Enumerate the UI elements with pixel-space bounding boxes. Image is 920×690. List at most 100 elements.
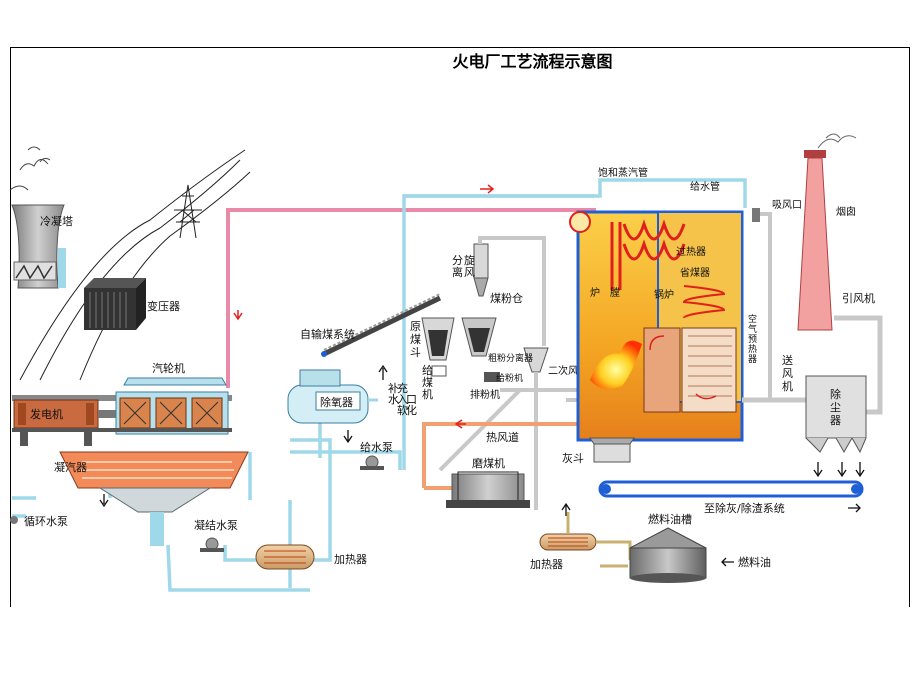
- coarse-separator-label: 粗粉分离器: [488, 352, 533, 364]
- svg-text:分: 分: [452, 254, 463, 267]
- svg-text:旋: 旋: [464, 253, 475, 267]
- svg-text:给: 给: [422, 364, 433, 377]
- svg-text:入: 入: [397, 393, 408, 406]
- feedwater-pipes: [12, 178, 747, 592]
- fd-fan-label: 送 风 机: [782, 353, 793, 393]
- svg-text:送: 送: [782, 353, 793, 367]
- svg-text:尘: 尘: [830, 401, 841, 414]
- fuel-tank-label: 燃料油槽: [648, 512, 692, 526]
- svg-text:软: 软: [397, 403, 408, 417]
- frame-right-line: [909, 47, 910, 607]
- dust-collector-label: 除 尘 器: [830, 387, 841, 427]
- pulverized-coal-bin-label: 煤粉仓: [490, 291, 523, 305]
- cyclone-separator: [461, 243, 497, 357]
- coal-conveyor: [321, 293, 442, 357]
- raw-coal-hopper-label: 原 煤 斗: [410, 320, 421, 359]
- deaerator-out-arrow: [343, 430, 353, 444]
- ash-removal-arrow: [848, 503, 861, 513]
- ash-removal-label: 至除灰/除渣系统: [704, 501, 785, 515]
- frame-top-line: [10, 47, 910, 48]
- coal-mill: [446, 471, 530, 508]
- svg-text:煤: 煤: [422, 376, 433, 389]
- condensate-pump-label: 凝结水泵: [194, 518, 238, 532]
- ash-conveyor: [598, 480, 864, 498]
- turbine-generator: [12, 377, 232, 446]
- chimney-label: 烟囱: [836, 205, 856, 218]
- furnace-label-1: 炉: [590, 287, 600, 299]
- dust-collector: [805, 375, 867, 478]
- svg-text:充: 充: [397, 381, 408, 395]
- ash-hopper-label: 灰斗: [562, 451, 584, 465]
- feed-pump-icon: [360, 455, 384, 470]
- saturated-steam-pipe-label: 饱和蒸汽管: [598, 166, 648, 179]
- coal-feeder-label: 给 煤 机: [422, 364, 433, 401]
- ash-arrow: [561, 502, 571, 516]
- coarse-separator: [484, 347, 549, 382]
- svg-text:补: 补: [388, 382, 399, 395]
- svg-text:风: 风: [464, 266, 475, 279]
- condenser-label: 凝汽器: [54, 460, 87, 474]
- makeup-arrow: [378, 364, 388, 380]
- boiler: [569, 210, 744, 463]
- id-fan-label: 引风机: [842, 291, 875, 305]
- coal-mill-label: 磨煤机: [472, 456, 505, 470]
- svg-text:器: 器: [830, 414, 841, 427]
- feed-pump-label: 给水泵: [360, 441, 393, 454]
- frame-left-line: [10, 47, 11, 607]
- svg-text:口: 口: [406, 393, 417, 406]
- circulating-pump-icon: [10, 516, 18, 524]
- furnace-label-2: 膛: [610, 286, 620, 299]
- fuel-heater: [539, 533, 597, 551]
- generator-label: 发电机: [30, 407, 63, 421]
- raw-coal-hopper: [421, 317, 455, 377]
- air-intake: [752, 208, 772, 400]
- coal-conveyor-label: 自输煤系统: [300, 327, 355, 341]
- condenser: [59, 451, 249, 546]
- transformer-icon: [84, 278, 146, 330]
- deaerator-label: 除氧器: [320, 395, 353, 409]
- hot-air-duct-label: 热风道: [486, 430, 519, 444]
- svg-text:离: 离: [452, 265, 463, 279]
- air-preheater-label: 空 气 预 热 器: [748, 313, 757, 365]
- secondary-air-label: 二次风: [548, 364, 578, 377]
- svg-text:化: 化: [406, 403, 417, 417]
- svg-text:机: 机: [782, 379, 793, 393]
- fuel-heater-label: 加热器: [530, 558, 563, 571]
- svg-text:气: 气: [748, 323, 757, 335]
- fuel-oil-label: 燃料油: [738, 555, 771, 569]
- deaerator: [287, 369, 378, 424]
- svg-text:预: 预: [748, 334, 757, 345]
- chimney: [797, 133, 857, 331]
- fuel-oil-arrow: [721, 557, 734, 567]
- svg-text:斗: 斗: [410, 346, 421, 359]
- makeup-water-label: 补 水 充 入 软 口 化: [388, 381, 417, 417]
- svg-text:水: 水: [388, 393, 399, 406]
- svg-text:除: 除: [830, 387, 841, 401]
- turbine-label: 汽轮机: [152, 361, 185, 375]
- air-intake-label: 吸风口: [772, 199, 802, 211]
- circulating-pump-label: 循环水泵: [24, 515, 68, 528]
- condensate-pump-icon: [200, 537, 224, 552]
- fuel-tank: [629, 527, 707, 583]
- powder-feeder-label: 给粉机: [496, 372, 523, 384]
- svg-text:空: 空: [748, 313, 757, 325]
- cyclone-label: 分 旋 离 风: [452, 253, 475, 279]
- cooling-tower: [9, 146, 66, 289]
- svg-text:器: 器: [748, 354, 757, 365]
- diagram-title: 火电厂工艺流程示意图: [452, 52, 613, 71]
- transformer-label: 变压器: [147, 299, 180, 313]
- svg-text:热: 热: [748, 343, 757, 355]
- boiler-label: 锅炉: [654, 289, 674, 301]
- svg-text:风: 风: [782, 367, 793, 380]
- feedwater-pipe-label: 给水管: [690, 180, 720, 193]
- low-pressure-heater: [255, 544, 315, 570]
- superheater-label: 过热器: [676, 245, 706, 258]
- powder-exhaust-fan-label: 排粉机: [470, 388, 500, 401]
- hot-air-duct: [422, 419, 578, 490]
- economizer-label: 省煤器: [680, 266, 710, 279]
- low-pressure-heater-label: 加热器: [334, 553, 367, 566]
- svg-text:机: 机: [422, 387, 433, 401]
- cooling-tower-label: 冷凝塔: [40, 214, 73, 228]
- svg-text:原: 原: [410, 320, 421, 333]
